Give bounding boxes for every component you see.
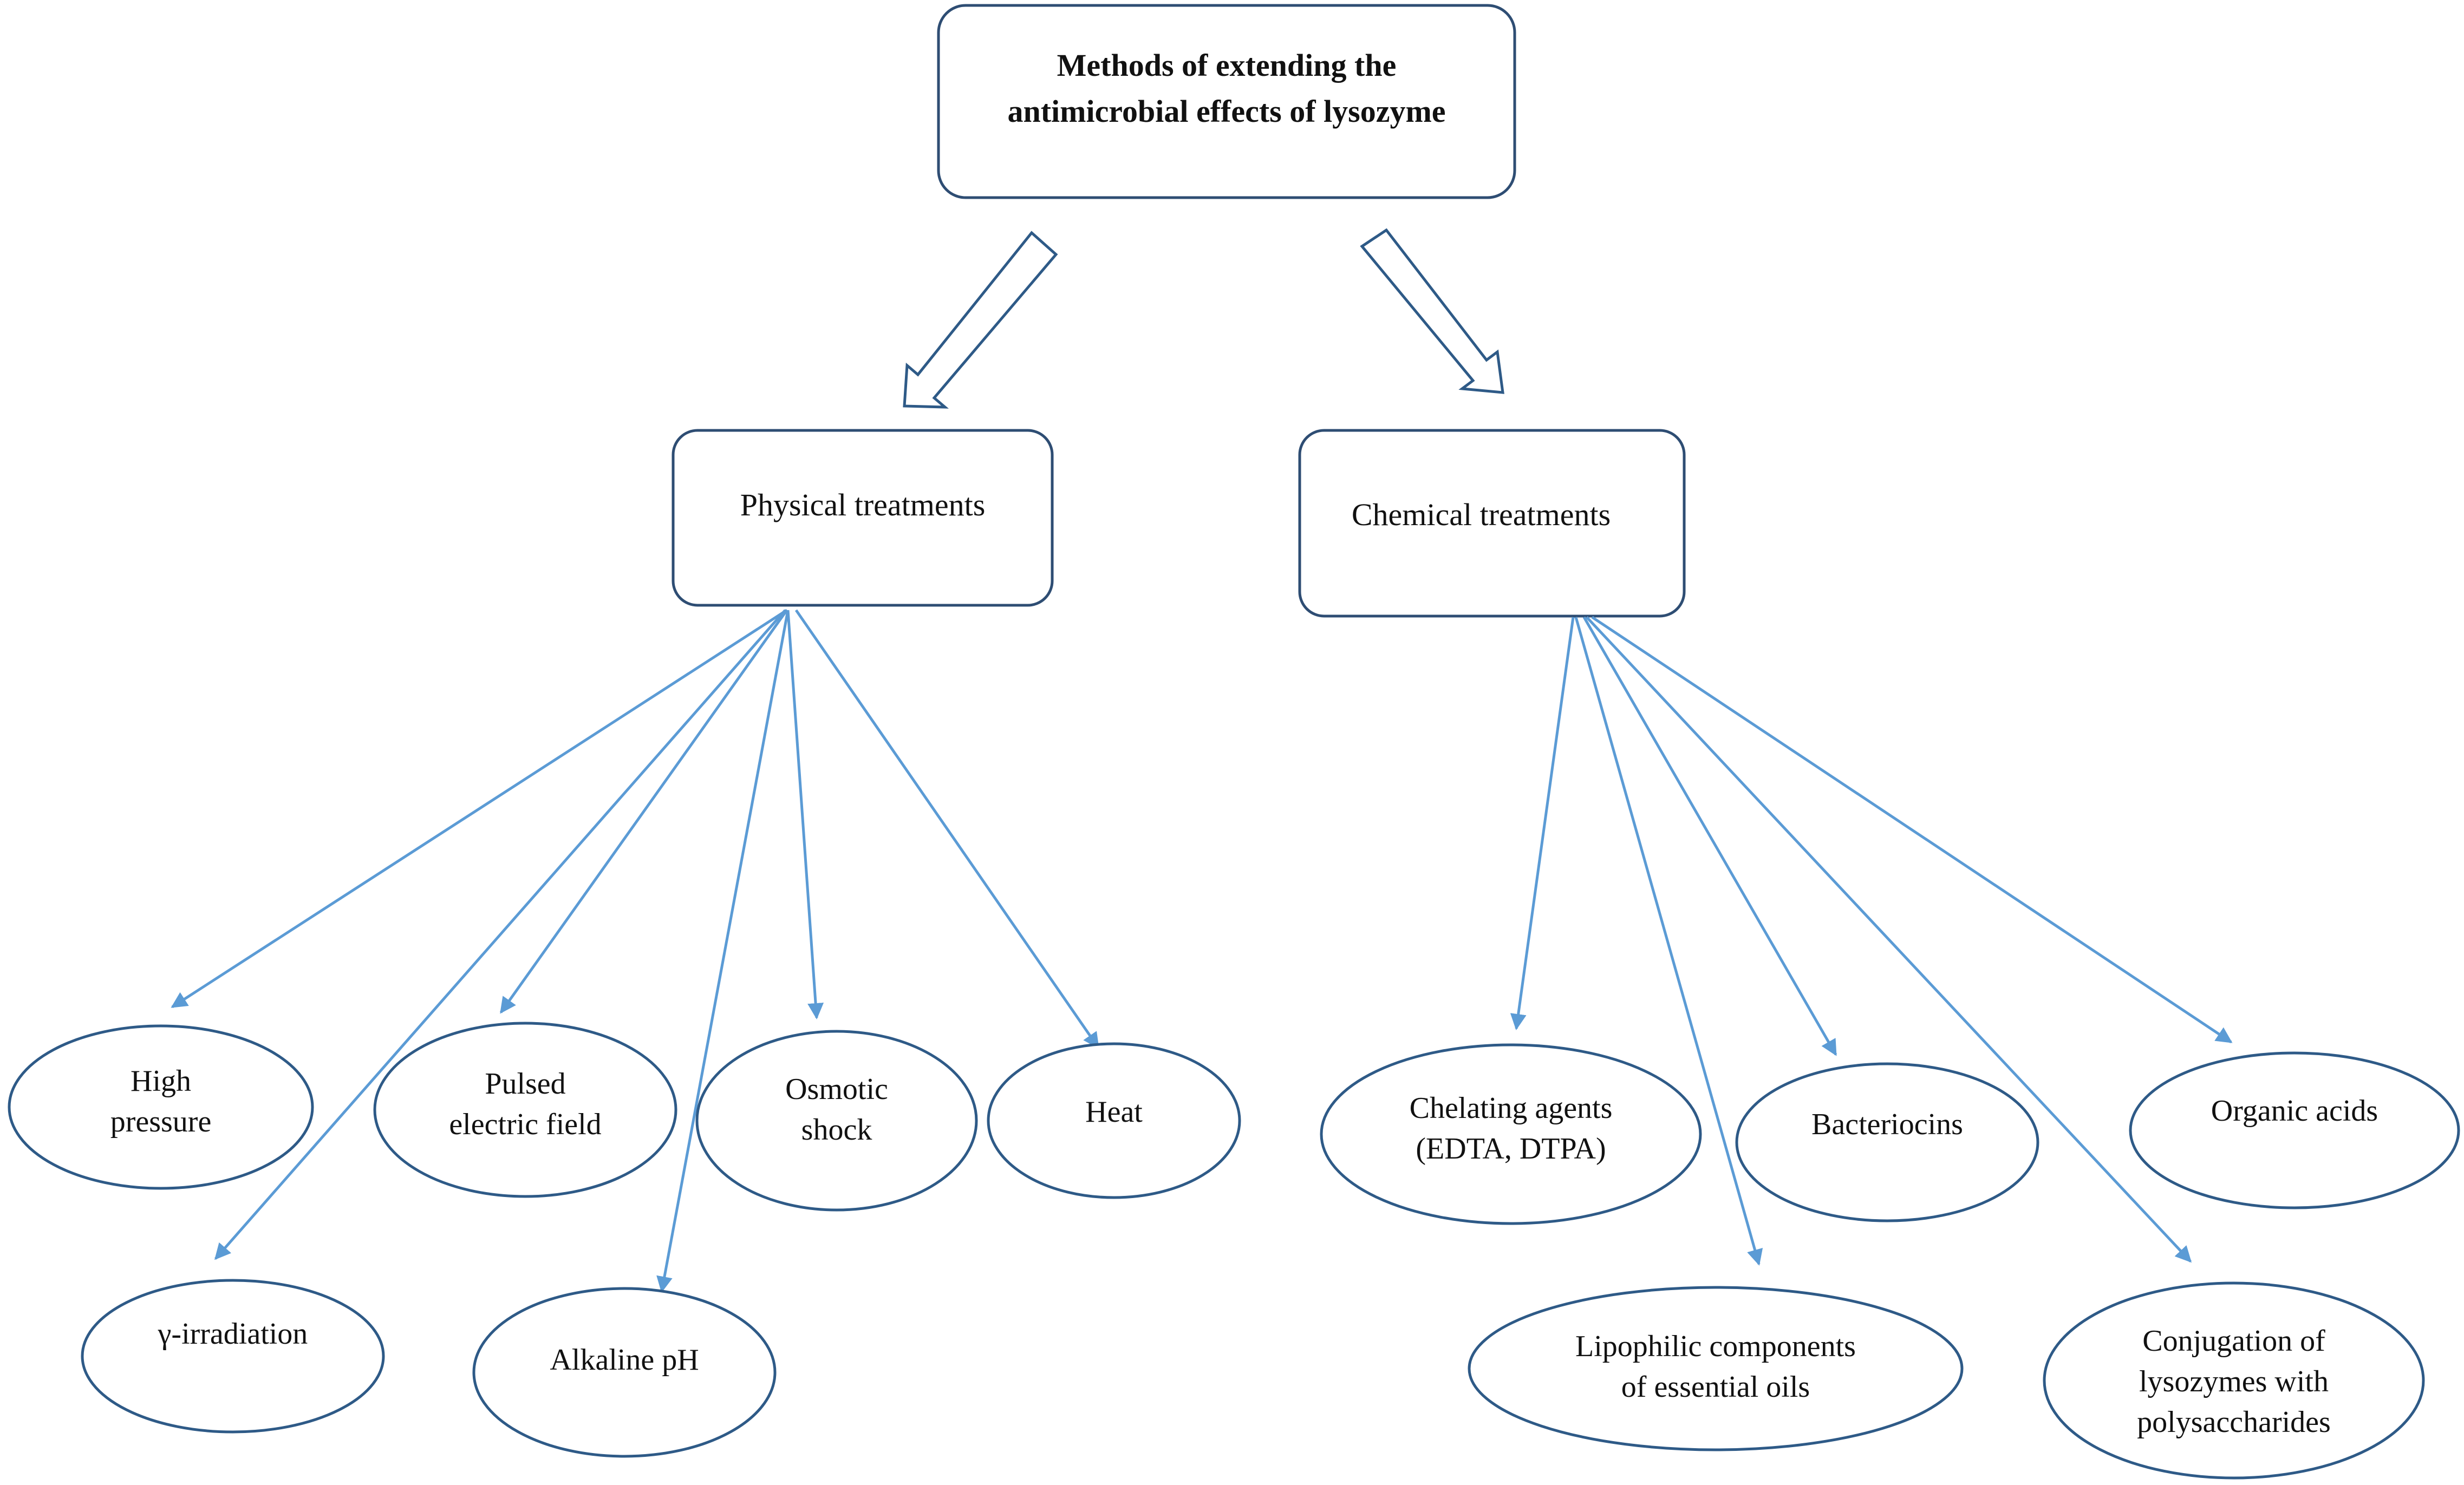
physical-treatments-node: Physical treatments xyxy=(672,429,1054,607)
chelating-agents-node: Chelating agents (EDTA, DTPA) xyxy=(1320,1043,1702,1225)
physical-connectors xyxy=(171,609,1100,1293)
heat-label: Heat xyxy=(1085,1095,1143,1129)
gamma-irradiation-label: γ-irradiation xyxy=(158,1317,308,1351)
high-pressure-label-line1: High xyxy=(131,1064,191,1098)
chemical-treatments-node: Chemical treatments xyxy=(1298,429,1686,618)
edge-organic-acids xyxy=(1591,616,2233,1044)
edge-lipophilic-components xyxy=(1574,617,1763,1266)
conjugation-node: Conjugation of lysozymes with polysaccha… xyxy=(2043,1281,2425,1480)
conjugation-label-line1: Conjugation of xyxy=(2142,1324,2325,1358)
root-title-line1: Methods of extending the xyxy=(1057,48,1397,83)
conjugation-label-line2: lysozymes with xyxy=(2139,1365,2329,1398)
physical-treatments-label: Physical treatments xyxy=(740,487,986,522)
edge-gamma-irradiation xyxy=(214,609,786,1260)
chelating-agents-label-line2: (EDTA, DTPA) xyxy=(1416,1132,1606,1166)
high-pressure-label-line2: pressure xyxy=(110,1105,212,1139)
block-arrow-to-physical xyxy=(903,231,1058,409)
root-node: Methods of extending the antimicrobial e… xyxy=(937,4,1516,199)
high-pressure-node: High pressure xyxy=(8,1024,314,1190)
organic-acids-node: Organic acids xyxy=(2129,1051,2460,1209)
pulsed-electric-field-label-line2: electric field xyxy=(449,1108,601,1141)
organic-acids-label: Organic acids xyxy=(2211,1094,2378,1128)
chemical-connectors xyxy=(1510,616,2233,1266)
edge-conjugation xyxy=(1586,616,2192,1263)
heat-node: Heat xyxy=(987,1042,1241,1199)
gamma-irradiation-node: γ-irradiation xyxy=(81,1279,385,1434)
block-arrow-to-chemical xyxy=(1360,228,1504,394)
bacteriocins-label: Bacteriocins xyxy=(1811,1108,1963,1141)
lipophilic-components-label-line1: Lipophilic components xyxy=(1575,1330,1856,1363)
edge-bacteriocins xyxy=(1582,616,1837,1056)
edge-pulsed-electric-field xyxy=(499,609,788,1014)
osmotic-shock-node: Osmotic shock xyxy=(695,1030,978,1212)
chemical-treatments-label: Chemical treatments xyxy=(1352,497,1611,532)
conjugation-label-line3: polysaccharides xyxy=(2137,1405,2331,1439)
edge-high-pressure xyxy=(171,609,788,1009)
alkaline-ph-label: Alkaline pH xyxy=(550,1343,699,1377)
lipophilic-components-node: Lipophilic components of essential oils xyxy=(1468,1286,1964,1451)
edge-alkaline-ph xyxy=(656,610,790,1293)
alkaline-ph-node: Alkaline pH xyxy=(472,1287,777,1458)
osmotic-shock-label-line1: Osmotic xyxy=(785,1072,888,1106)
root-title-line2: antimicrobial effects of lysozyme xyxy=(1007,94,1445,129)
lipophilic-components-label-line2: of essential oils xyxy=(1621,1370,1810,1404)
osmotic-shock-label-line2: shock xyxy=(801,1113,872,1147)
pulsed-electric-field-label-line1: Pulsed xyxy=(485,1067,565,1101)
chelating-agents-label-line1: Chelating agents xyxy=(1410,1091,1613,1125)
edge-heat xyxy=(794,609,1100,1049)
edge-osmotic-shock xyxy=(786,610,824,1019)
edge-chelating-agents xyxy=(1510,617,1575,1030)
pulsed-electric-field-node: Pulsed electric field xyxy=(373,1022,677,1198)
bacteriocins-node: Bacteriocins xyxy=(1735,1062,2039,1222)
